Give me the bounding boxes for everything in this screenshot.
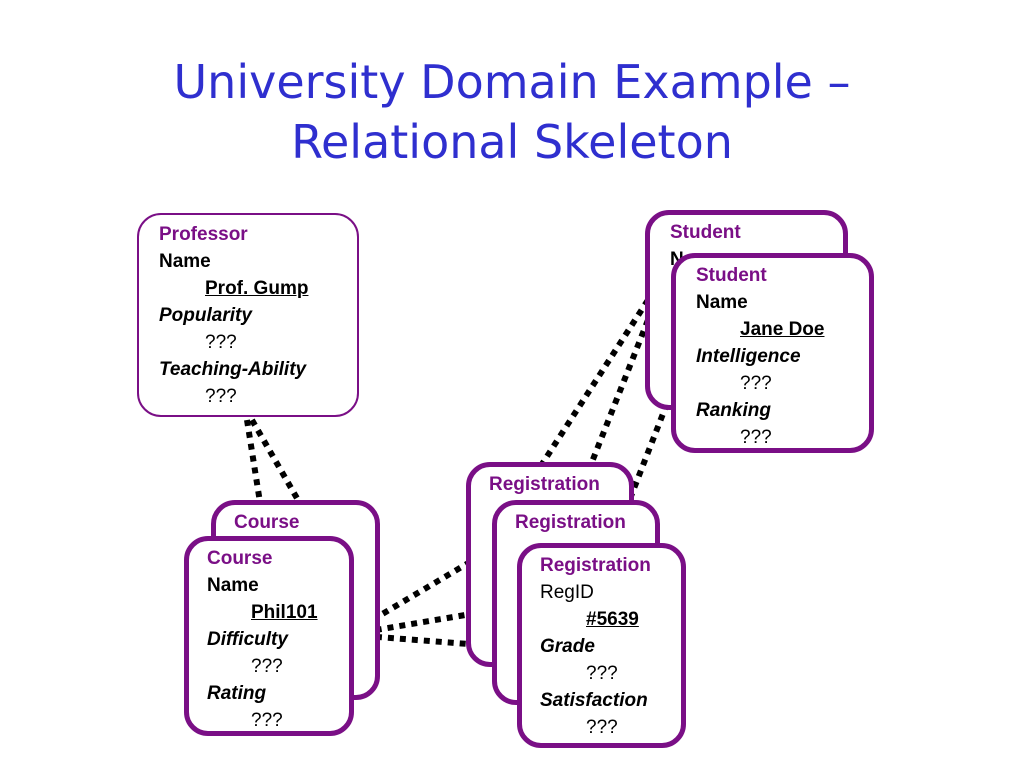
course-back-header: Course [234, 512, 300, 533]
student-header: Student [696, 265, 767, 286]
registration-header: Registration [540, 555, 651, 576]
slide-title: University Domain Example – Relational S… [0, 52, 1024, 172]
professor-box: Professor Name Prof. Gump Popularity ???… [137, 213, 359, 417]
professor-teaching-value: ??? [205, 386, 237, 407]
title-line-2: Relational Skeleton [291, 115, 733, 169]
course-difficulty-label: Difficulty [207, 629, 288, 650]
link-student-registration-1 [532, 298, 651, 477]
registration-grade-label: Grade [540, 636, 595, 657]
link-professor-course-1 [244, 419, 265, 516]
student-intelligence-value: ??? [740, 373, 772, 394]
registration-mid-header: Registration [515, 512, 626, 533]
student-name-value: Jane Doe [740, 319, 825, 340]
student-name-label: Name [696, 292, 748, 313]
link-professor-course-2 [249, 418, 301, 502]
professor-name-label: Name [159, 251, 211, 272]
registration-satisfaction-value: ??? [586, 717, 618, 738]
course-box-front: Course Name Phil101 Difficulty ??? Ratin… [184, 536, 354, 736]
registration-box-front: Registration RegID #5639 Grade ??? Satis… [517, 543, 686, 748]
registration-id-label: RegID [540, 582, 594, 603]
student-ranking-value: ??? [740, 427, 772, 448]
link-student-registration-2 [572, 318, 651, 507]
link-course-registration-3 [351, 632, 521, 651]
course-name-value: Phil101 [251, 602, 318, 623]
registration-back-header: Registration [489, 474, 600, 495]
student-back-header: Student [670, 222, 741, 243]
professor-popularity-value: ??? [205, 332, 237, 353]
professor-header: Professor [159, 224, 248, 245]
course-header: Course [207, 548, 273, 569]
professor-popularity-label: Popularity [159, 305, 252, 326]
course-name-label: Name [207, 575, 259, 596]
course-difficulty-value: ??? [251, 656, 283, 677]
student-intelligence-label: Intelligence [696, 346, 801, 367]
registration-satisfaction-label: Satisfaction [540, 690, 648, 711]
professor-teaching-label: Teaching-Ability [159, 359, 307, 380]
student-box-front: Student Name Jane Doe Intelligence ??? R… [671, 253, 874, 453]
professor-name-value: Prof. Gump [205, 278, 309, 299]
title-line-1: University Domain Example – [173, 55, 851, 109]
registration-id-value: #5639 [586, 609, 639, 630]
course-rating-value: ??? [251, 710, 283, 731]
course-rating-label: Rating [207, 683, 267, 704]
student-ranking-label: Ranking [696, 400, 771, 421]
registration-grade-value: ??? [586, 663, 618, 684]
